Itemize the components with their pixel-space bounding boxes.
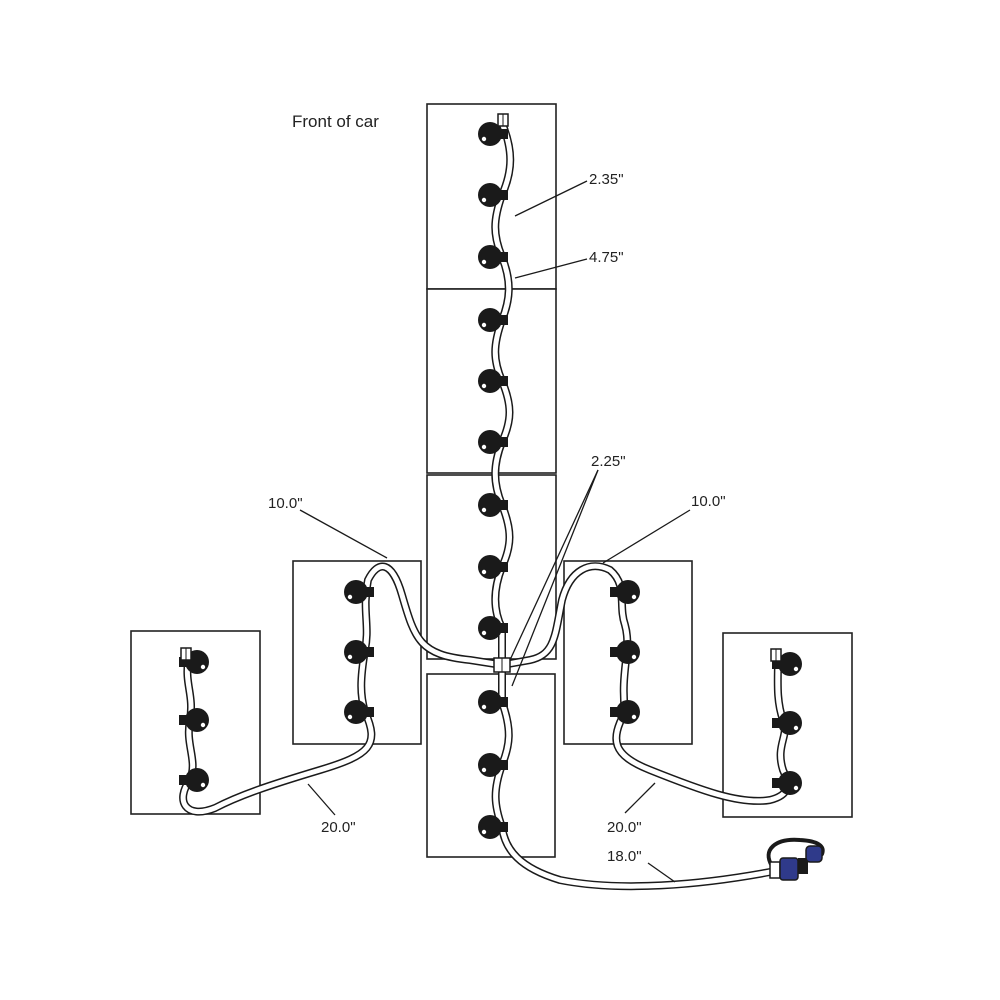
dimension-label: 2.35" [589,171,624,188]
dimension-label: 10.0" [268,495,303,512]
dimension-label: 20.0" [607,819,642,836]
hose-left-10in [357,562,506,716]
dimension-label: 10.0" [691,493,726,510]
front-of-car-label: Front of car [292,112,379,131]
dimension-label: 20.0" [321,819,356,836]
leader-2-25-b [511,469,599,687]
dimension-label: 2.25" [591,453,626,470]
quick-connect-icon [766,837,825,881]
tee-fitting-icon [493,657,511,673]
hose-fill-18in [498,823,774,891]
leader-lines [299,180,691,883]
leader-20-left [307,783,336,816]
leader-2-25-a [509,469,599,661]
end-plug-icon [180,647,192,661]
end-plug-icon [497,113,509,127]
leader-10-right [602,509,691,564]
hoses [179,119,792,891]
leader-10-left [299,509,388,559]
leader-2-35 [514,180,588,217]
leader-18 [647,862,676,883]
dimension-label: 18.0" [607,848,642,865]
leader-4-75 [514,258,588,279]
batteries [130,103,853,858]
dimension-label: 4.75" [589,249,624,266]
leader-20-right [624,782,656,814]
labels: Front of car 2.35" 4.75" 2.25" 10.0" 10.… [268,112,726,865]
end-plug-icon [770,648,782,662]
